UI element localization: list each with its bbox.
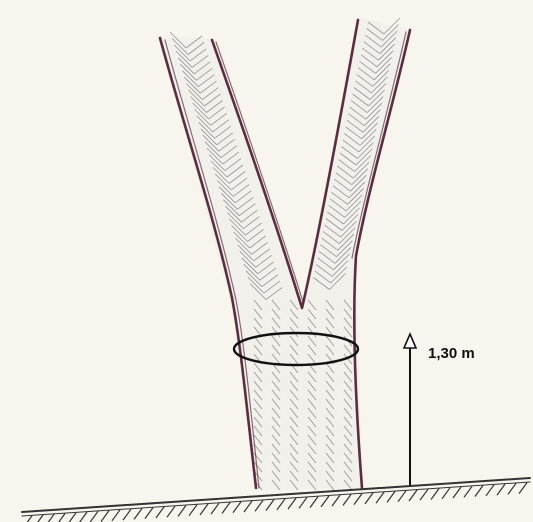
height-measurement-label: 1,30 m [428, 345, 475, 362]
